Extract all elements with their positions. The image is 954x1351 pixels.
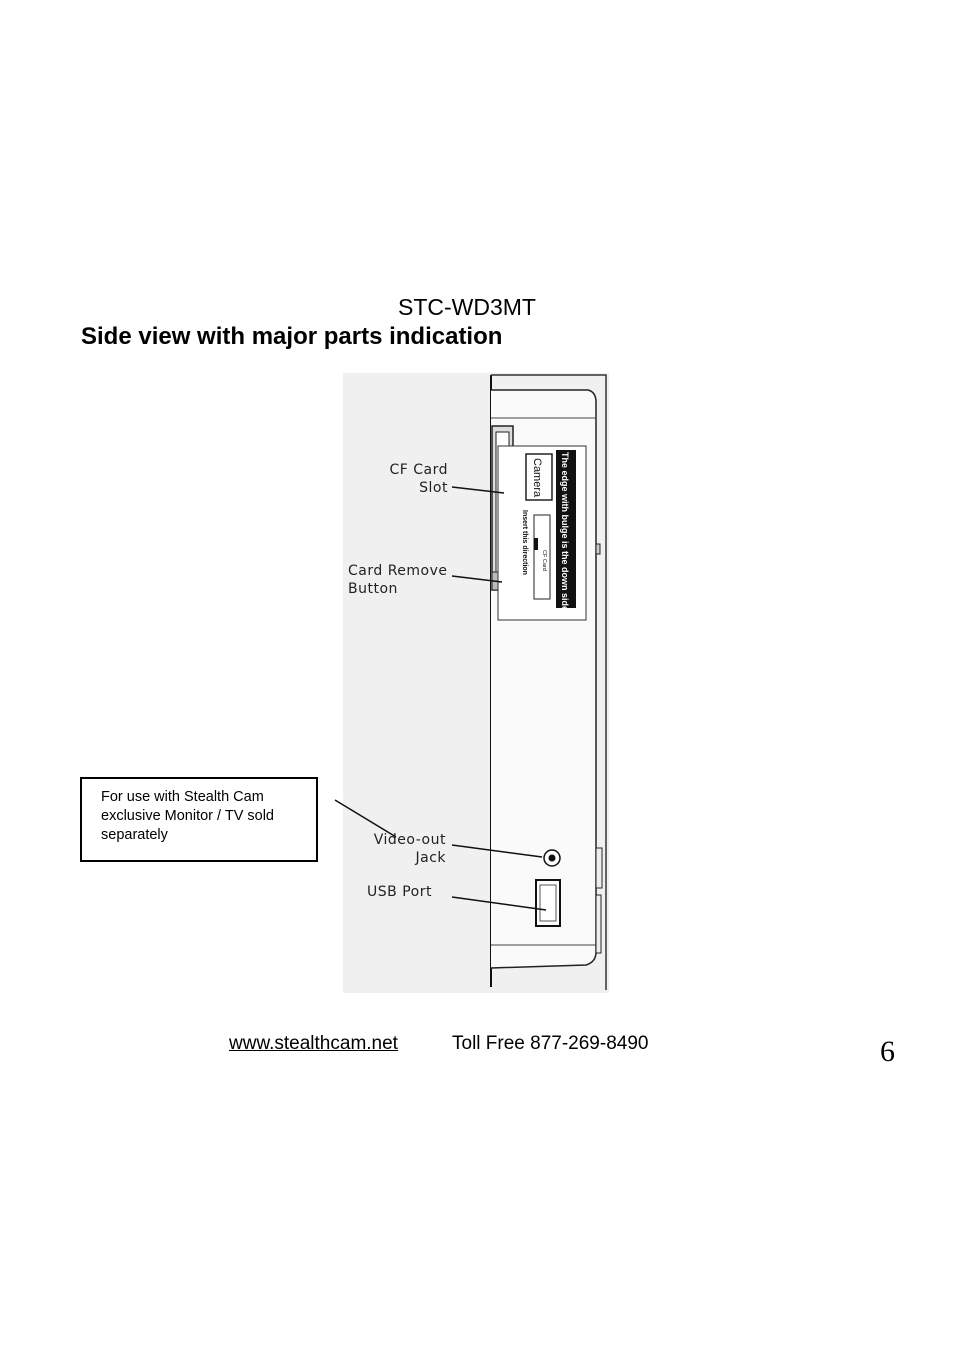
sticker-card-notch bbox=[534, 538, 538, 550]
monitor-note-box: For use with Stealth Cam exclusive Monit… bbox=[80, 777, 318, 862]
card-remove-button-callout: Card Remove Button bbox=[348, 562, 448, 598]
side-bump-top bbox=[595, 543, 601, 555]
sticker-camera-label: Camera bbox=[531, 458, 543, 498]
usb-port-leader bbox=[451, 896, 547, 911]
sticker-black-band bbox=[556, 450, 576, 608]
video-out-jack-callout: Video-out Jack bbox=[366, 831, 446, 867]
website-link[interactable]: www.stealthcam.net bbox=[229, 1033, 398, 1054]
cf-card-slot-callout: CF Card Slot bbox=[384, 461, 448, 497]
sticker-card-drawing bbox=[533, 514, 551, 600]
usb-port-callout: USB Port bbox=[367, 884, 432, 900]
side-bump-bottom bbox=[595, 847, 603, 889]
sticker-camera-box bbox=[525, 453, 553, 501]
housing-outline bbox=[491, 374, 607, 990]
video-out-callout-line1: Video-out bbox=[373, 832, 446, 848]
video-out-callout-line2: Jack bbox=[415, 850, 446, 866]
sticker-bulge-note: The edge with bulge is the down side bbox=[560, 452, 570, 611]
cf-card-callout-line1: CF Card bbox=[389, 462, 448, 478]
model-name: STC-WD3MT bbox=[398, 294, 536, 320]
card-remove-callout-line2: Button bbox=[348, 581, 398, 597]
card-remove-callout-line1: Card Remove bbox=[348, 563, 448, 579]
note-line-3: separately bbox=[101, 827, 168, 843]
sticker-insert-note: Insert this direction bbox=[521, 510, 528, 575]
video-out-leader bbox=[451, 844, 543, 858]
page-heading: Side view with major parts indication bbox=[81, 323, 503, 350]
note-connector bbox=[334, 799, 397, 838]
cf-card-leader bbox=[451, 486, 505, 494]
card-remove-leader bbox=[451, 575, 503, 583]
note-line-2: exclusive Monitor / TV sold bbox=[101, 808, 274, 824]
device-side-view-figure: The edge with bulge is the down side Cam… bbox=[340, 370, 612, 995]
sticker-card-label: CF Card bbox=[541, 550, 547, 571]
side-bump-lower bbox=[595, 894, 602, 954]
toll-free-number: Toll Free 877-269-8490 bbox=[452, 1033, 649, 1054]
page-number: 6 bbox=[880, 1035, 895, 1068]
cf-card-callout-line2: Slot bbox=[419, 480, 448, 496]
usb-port-inner bbox=[539, 884, 557, 922]
note-line-1: For use with Stealth Cam bbox=[101, 789, 264, 805]
video-out-jack-core bbox=[548, 854, 556, 862]
